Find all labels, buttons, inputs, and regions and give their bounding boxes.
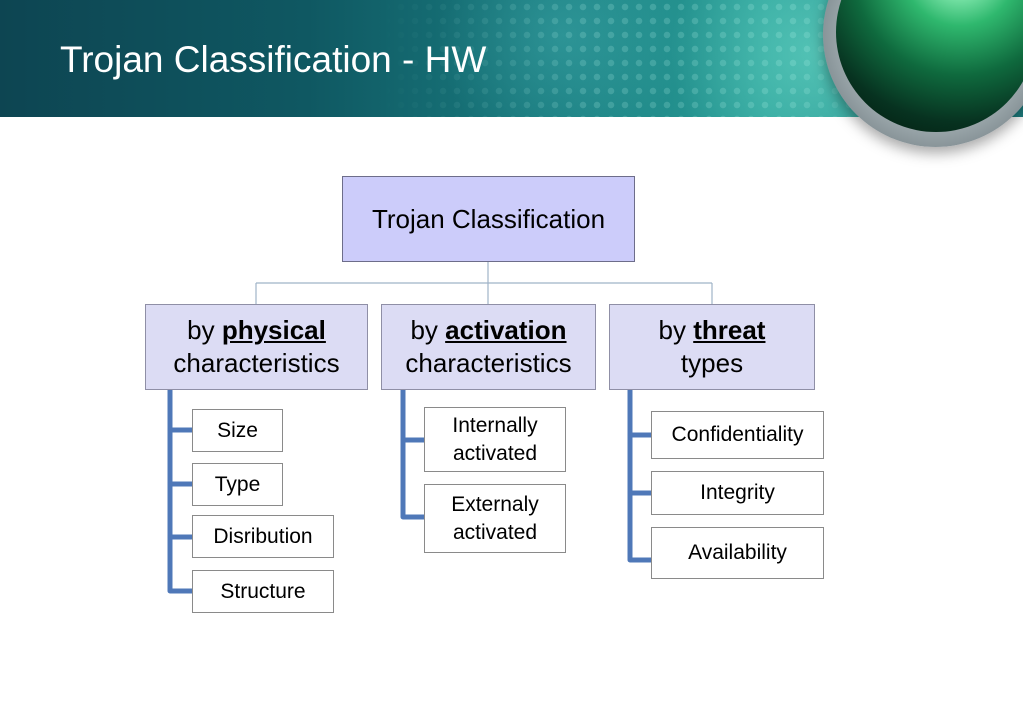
category-heading: by threat: [658, 315, 766, 345]
category-subheading: characteristics: [405, 348, 572, 378]
leaf-internally-activated: Internally activated: [424, 407, 566, 472]
tree-connectors: [255, 262, 713, 304]
category-activation: by activation characteristics: [381, 304, 596, 390]
category-threat: by threat types: [609, 304, 815, 390]
bracket-physical: [167, 387, 195, 594]
leaf-availability: Availability: [651, 527, 824, 579]
bracket-activation: [400, 387, 427, 520]
banner-dot-pattern: [380, 0, 900, 117]
leaf-integrity: Integrity: [651, 471, 824, 515]
leaf-externally-activated: Externaly activated: [424, 484, 566, 553]
root-node: Trojan Classification: [342, 176, 635, 262]
category-subheading: types: [680, 348, 744, 378]
category-heading: by activation: [410, 315, 567, 345]
leaf-confidentiality: Confidentiality: [651, 411, 824, 459]
category-heading: by physical: [187, 315, 326, 345]
leaf-size: Size: [192, 409, 283, 452]
leaf-type: Type: [192, 463, 283, 506]
category-subheading: characteristics: [173, 348, 340, 378]
leaf-distribution: Disribution: [192, 515, 334, 558]
category-physical: by physical characteristics: [145, 304, 368, 390]
leaf-structure: Structure: [192, 570, 334, 613]
slide-title: Trojan Classification - HW: [60, 39, 487, 80]
bracket-threat: [627, 387, 654, 563]
